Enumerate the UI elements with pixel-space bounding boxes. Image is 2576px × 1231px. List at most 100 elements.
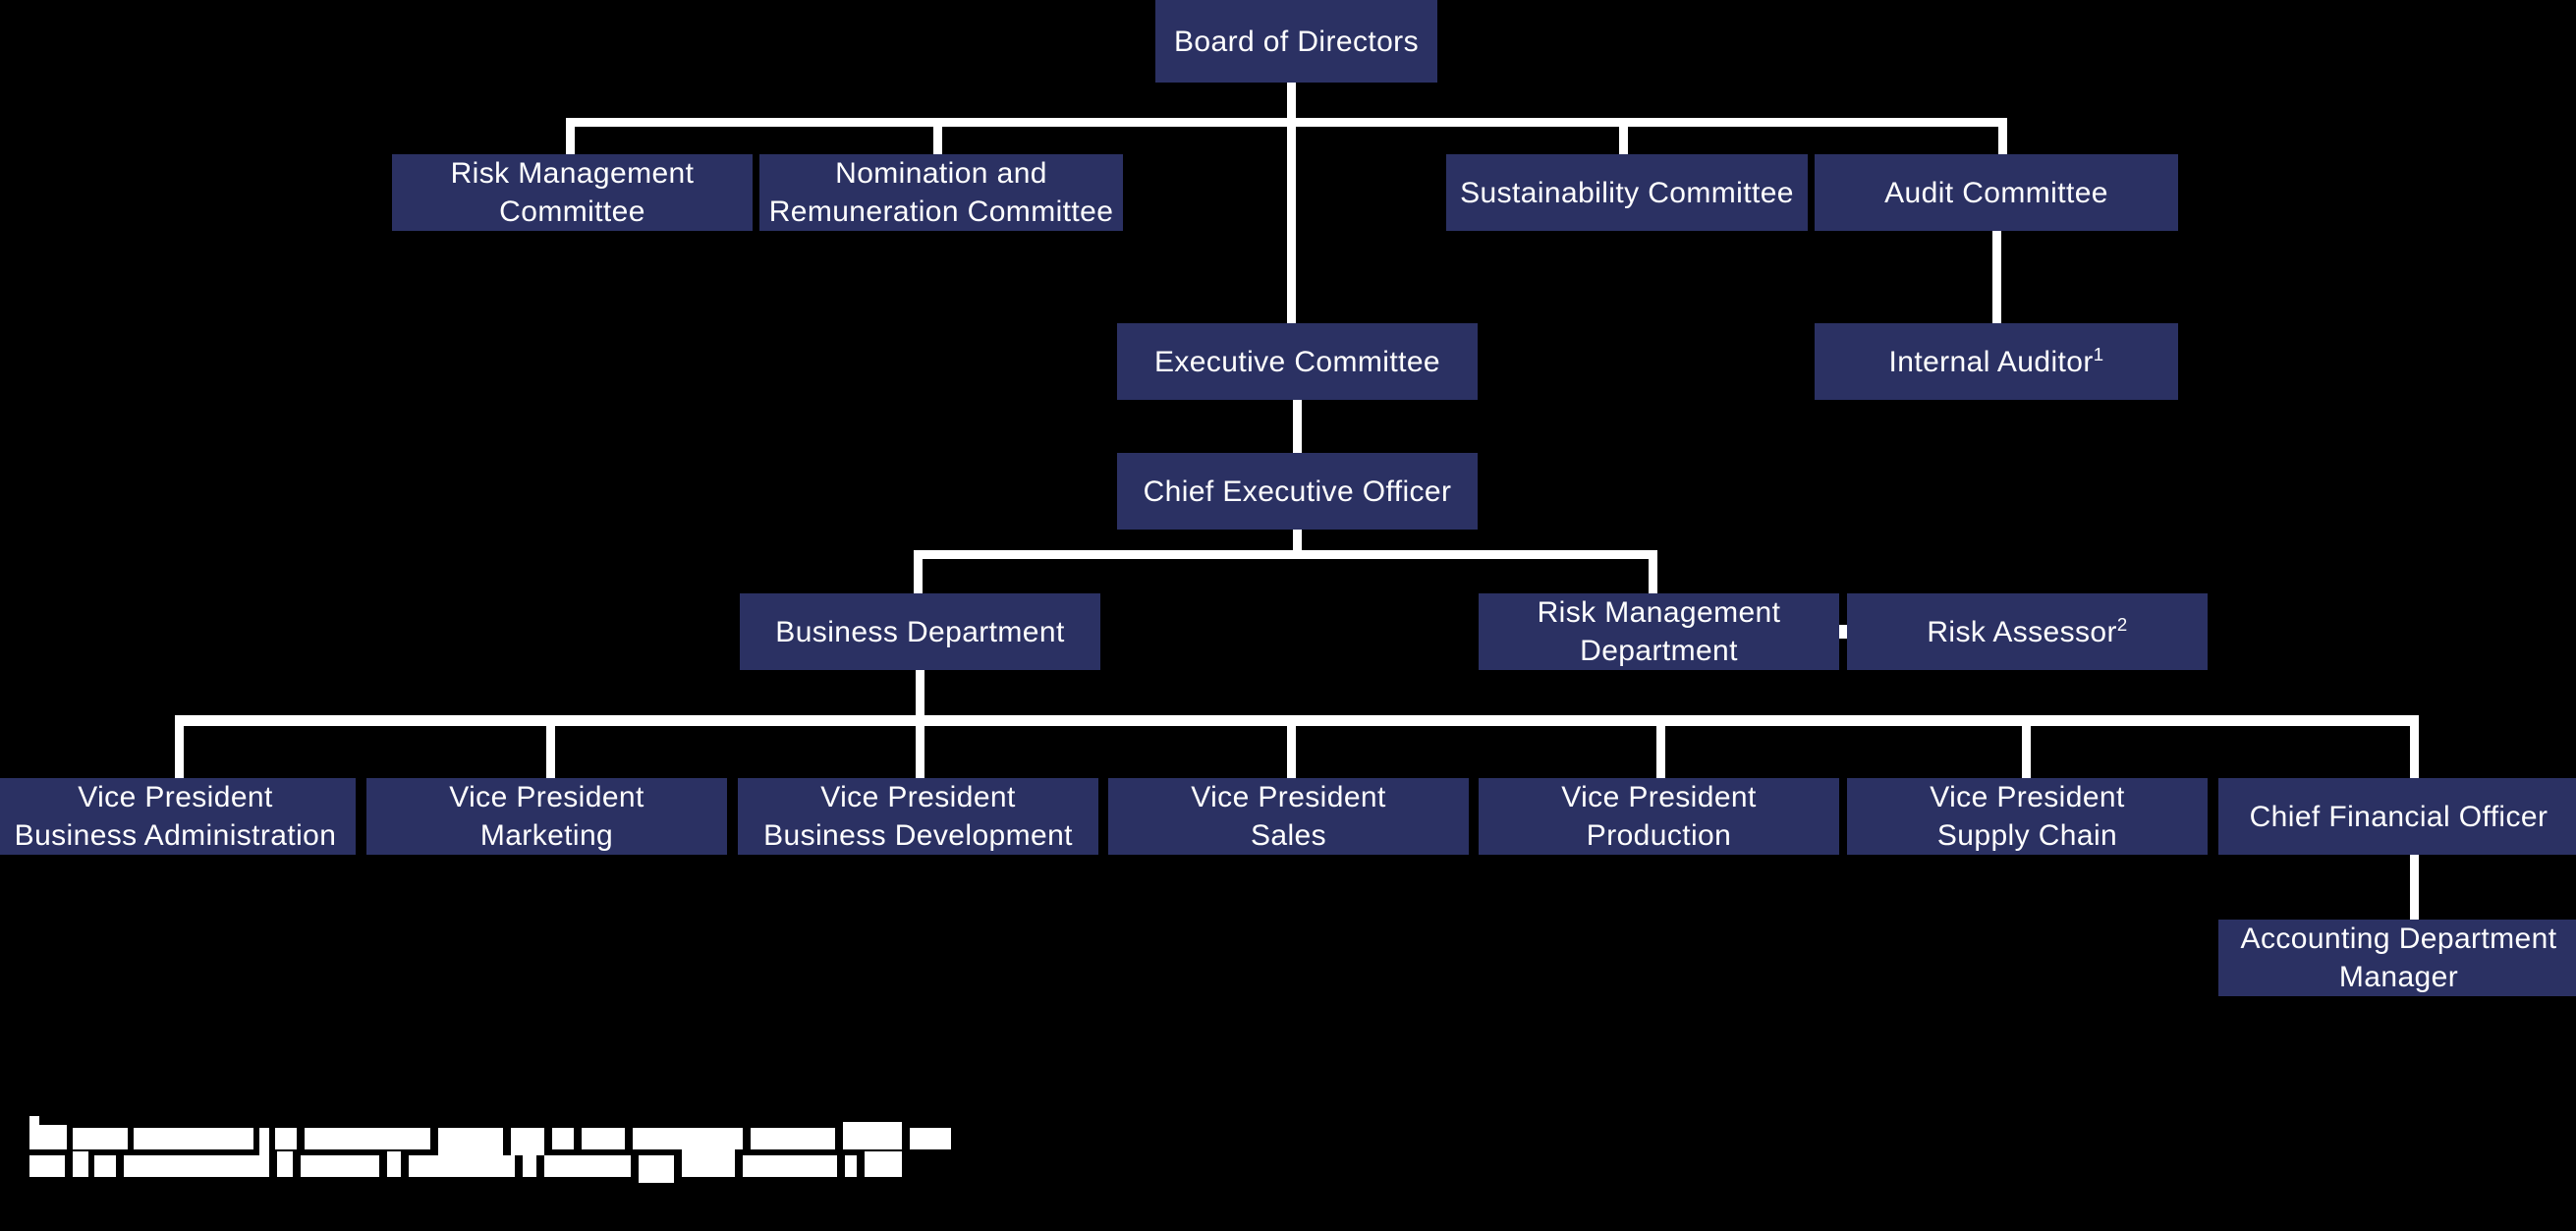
footnote-redaction-segment <box>438 1128 503 1155</box>
footnote-redaction-segment <box>639 1155 674 1183</box>
org-node-label: Internal Auditor1 <box>1889 343 2104 381</box>
org-node-label-line: Supply Chain <box>1936 819 2118 852</box>
org-node-label-line: Remuneration Committee <box>768 196 1114 228</box>
footnote-redaction-segment <box>94 1155 116 1177</box>
footnote-redaction-segment <box>277 1151 293 1177</box>
footnote-redaction-segment <box>73 1151 88 1177</box>
org-node-label-line: Chief Executive Officer <box>1143 475 1452 508</box>
connector-drop-risk-cm <box>566 118 575 157</box>
footnote-redaction-segment <box>259 1128 269 1155</box>
footnote-redaction-segment <box>124 1155 269 1177</box>
footnote-redaction-segment <box>305 1128 430 1149</box>
connector-ceo-stem <box>1293 530 1302 554</box>
org-node-label-line: Internal Auditor1 <box>1888 343 2104 378</box>
org-node-label-line: Business Department <box>775 615 1065 648</box>
org-node-sustain_cm[interactable]: Sustainability Committee <box>1446 154 1808 231</box>
org-node-int_auditor[interactable]: Internal Auditor1 <box>1815 323 2178 400</box>
org-node-audit_cm[interactable]: Audit Committee <box>1815 154 2178 231</box>
org-node-label: Executive Committee <box>1154 343 1440 381</box>
footnote-redaction-segment <box>301 1155 379 1177</box>
footnote-marker: 2 <box>2116 613 2128 635</box>
org-node-label-line: Vice President <box>820 781 1016 813</box>
footnote-redaction-segment <box>29 1116 39 1125</box>
connector-vp-bus <box>175 715 2419 726</box>
org-node-label-line: Board of Directors <box>1174 25 1419 58</box>
connector-drop-vp-sales <box>1287 715 1296 780</box>
connector-drop-nom-cm <box>933 118 942 157</box>
org-node-label-line: Vice President Production <box>1561 781 1757 852</box>
connector-drop-sustain-cm <box>1619 118 1628 157</box>
footnote-redaction-segment <box>582 1128 625 1149</box>
footnote-redaction-segment <box>751 1128 835 1149</box>
footnote-redaction-segment <box>843 1122 902 1149</box>
connector-drop-risk-dept <box>1649 550 1657 595</box>
connector-drop-vp-supply <box>2022 715 2031 780</box>
org-node-ceo[interactable]: Chief Executive Officer <box>1117 453 1478 530</box>
connector-drop-vp-admin <box>175 715 184 780</box>
org-node-label-line: Sales <box>1250 819 1327 852</box>
org-node-label-line: Nomination and <box>835 157 1047 190</box>
org-node-label-line: Audit Committee <box>1884 176 2108 209</box>
connector-ceo-bus <box>914 550 1657 559</box>
footnote-redaction-segment <box>275 1128 297 1149</box>
footnote-redaction-segment <box>633 1128 743 1149</box>
org-node-label-line: Vice President <box>78 781 273 813</box>
footnote-redaction-segment <box>511 1128 544 1155</box>
org-node-label-line: Department <box>1580 635 1738 667</box>
connector-cfo-to-acct <box>2410 855 2419 922</box>
org-node-exec_cm[interactable]: Executive Committee <box>1117 323 1478 400</box>
footnote-redaction-segment <box>910 1128 951 1149</box>
org-node-label-line: Accounting Department <box>2240 923 2557 955</box>
org-node-label-line: Risk Assessor2 <box>1927 613 2128 648</box>
connector-drop-vp-prod <box>1656 715 1665 780</box>
org-node-risk_assess[interactable]: Risk Assessor2 <box>1847 593 2208 670</box>
footnote-redaction-segment <box>29 1125 67 1149</box>
footnote-redaction-segment <box>682 1147 735 1177</box>
footnote-redaction-segment <box>73 1128 128 1149</box>
footnote-redaction-segment <box>29 1155 65 1177</box>
org-node-label-line: Committee <box>499 196 645 228</box>
org-node-label-line: Chief Financial Officer <box>2249 800 2548 833</box>
org-node-label-line: Business Development <box>763 819 1073 852</box>
org-node-label: Audit Committee <box>1884 174 2108 212</box>
org-node-label-line: Sustainability Committee <box>1460 176 1794 209</box>
org-node-label: Vice President Production <box>1486 778 1831 855</box>
org-node-label-line: Vice President <box>449 781 644 813</box>
org-node-vp_prod[interactable]: Vice President Production <box>1479 778 1839 855</box>
connector-exec-to-ceo <box>1293 400 1302 455</box>
org-node-cfo[interactable]: Chief Financial Officer <box>2218 778 2576 855</box>
org-node-label-line: Vice President <box>1191 781 1386 813</box>
org-node-label: Business Department <box>775 613 1064 651</box>
org-node-label: Board of Directors <box>1174 23 1419 61</box>
connector-audit-to-auditor <box>1992 231 2001 325</box>
connector-board-center-drop <box>1287 118 1296 326</box>
connector-drop-bus-dept <box>914 550 923 595</box>
org-node-label: Chief Financial Officer <box>2250 798 2548 836</box>
org-node-label: Chief Executive Officer <box>1144 473 1452 511</box>
connector-drop-vp-bizdev <box>916 715 924 780</box>
org-node-board[interactable]: Board of Directors <box>1155 0 1437 83</box>
footnote-redaction-segment <box>552 1128 574 1149</box>
org-node-bus_dept[interactable]: Business Department <box>740 593 1100 670</box>
connector-board-bus <box>566 118 2007 127</box>
footnote-redaction-segment <box>845 1155 857 1177</box>
org-node-label-line: Manager <box>2338 961 2459 993</box>
footnote-redaction-segment <box>544 1155 631 1177</box>
